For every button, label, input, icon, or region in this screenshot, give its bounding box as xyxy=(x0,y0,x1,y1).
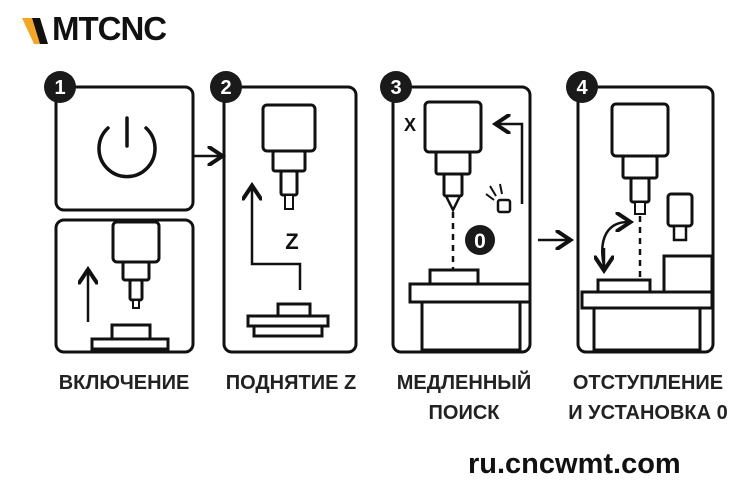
step-3-label: МЕДЛЕННЫЙ ПОИСК xyxy=(378,368,550,428)
step-4-sensor-probe xyxy=(666,192,694,242)
step-2-frame xyxy=(222,85,358,354)
step-3-panel: X 0 3 xyxy=(380,71,532,354)
step-2-z-path xyxy=(250,208,302,290)
step-3-spindle xyxy=(423,100,483,213)
step-2-label: ПОДНЯТИЕ Z xyxy=(206,368,376,398)
step-4-panel: 4 xyxy=(566,71,715,354)
step-3-machine-table xyxy=(408,268,532,352)
step-1-panel: 1 xyxy=(44,71,195,354)
step-4-badge xyxy=(566,71,598,103)
step-3-zero-label: 0 xyxy=(474,230,486,253)
step-4-label-line-1: ОТСТУПЛЕНИЕ xyxy=(572,372,724,394)
step-2-badge xyxy=(210,71,242,103)
step-4-retract-arrow xyxy=(601,222,628,267)
step-1-bottom-frame xyxy=(54,218,195,354)
step-4-spindle xyxy=(610,102,670,215)
step-3-axis-x: X xyxy=(404,115,416,135)
step-3-badge xyxy=(380,71,412,103)
footer-url: ru.cncwmt.com xyxy=(468,448,681,480)
step-2-panel: Z 2 xyxy=(210,71,358,354)
step-3-frame xyxy=(391,85,532,354)
step-1-label: ВКЛЮЧЕНИЕ xyxy=(36,368,212,398)
step-3-zero-badge xyxy=(465,225,495,255)
step-3-number: 3 xyxy=(390,77,401,99)
logo-mark-accent xyxy=(22,18,40,44)
step-4-machine-table xyxy=(580,254,714,352)
step-3-label-line-2: ПОИСК xyxy=(428,402,500,424)
step-1-top-frame xyxy=(54,85,195,212)
step-2-label-text: ПОДНЯТИЕ Z xyxy=(225,372,357,394)
step-1-label-text: ВКЛЮЧЕНИЕ xyxy=(58,372,190,394)
step-2-workpiece xyxy=(246,302,330,338)
step-3-sensor xyxy=(485,183,512,214)
brand-logo xyxy=(22,18,48,44)
step-1-workpiece xyxy=(90,323,170,351)
step-4-number: 4 xyxy=(576,77,588,99)
step-4-frame xyxy=(576,85,715,354)
step-1-badge xyxy=(44,71,76,103)
step-2-number: 2 xyxy=(220,77,231,99)
step-1-number: 1 xyxy=(54,77,65,99)
step-2-spindle xyxy=(261,103,317,210)
step-2-axis-z: Z xyxy=(285,229,298,254)
step-4-label: ОТСТУПЛЕНИЕ И УСТАНОВКА 0 xyxy=(556,368,740,428)
brand-logo-text: MTCNC xyxy=(52,10,167,47)
step-4-label-line-2: И УСТАНОВКА 0 xyxy=(568,402,728,424)
power-icon xyxy=(97,116,157,179)
step-3-label-line-1: МЕДЛЕННЫЙ xyxy=(396,372,532,394)
step-1-spindle xyxy=(111,220,161,309)
step-3-feedback-arrow xyxy=(498,124,524,204)
logo-mark-dark xyxy=(32,18,48,44)
